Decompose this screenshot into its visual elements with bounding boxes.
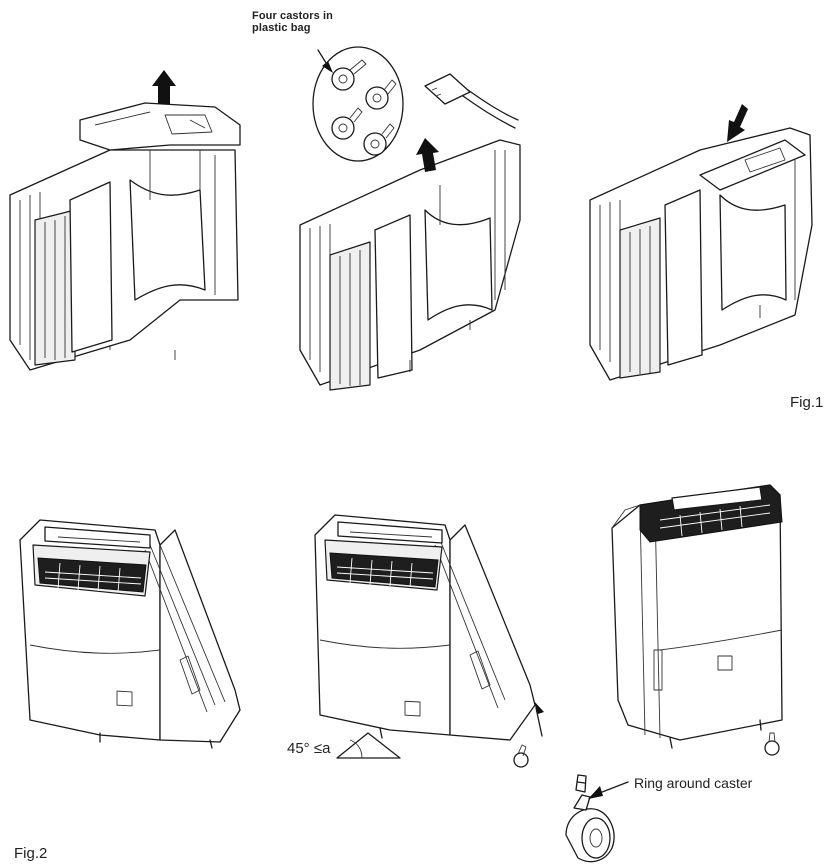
figure-1-label: Fig.1 — [790, 394, 824, 411]
caster-detail-illustration — [565, 774, 629, 863]
dehumidifier-with-castors-illustration — [611, 484, 783, 756]
housing-castor-bag-removed-illustration — [299, 138, 521, 391]
housing-lid-replaced-illustration — [589, 104, 813, 381]
castor-bag-note: Four castors in plastic bag — [252, 10, 333, 34]
housing-lid-removed-illustration — [9, 70, 241, 371]
power-plug-illustration — [424, 73, 519, 129]
caster-ring-label: Ring around caster — [634, 775, 753, 791]
dehumidifier-upright-illustration — [19, 519, 241, 749]
dehumidifier-tilted-illustration — [314, 514, 544, 768]
castor-bag-illustration — [312, 46, 404, 162]
tilt-angle-label: 45° ≤a — [287, 740, 331, 757]
figure-2-label: Fig.2 — [14, 845, 48, 862]
